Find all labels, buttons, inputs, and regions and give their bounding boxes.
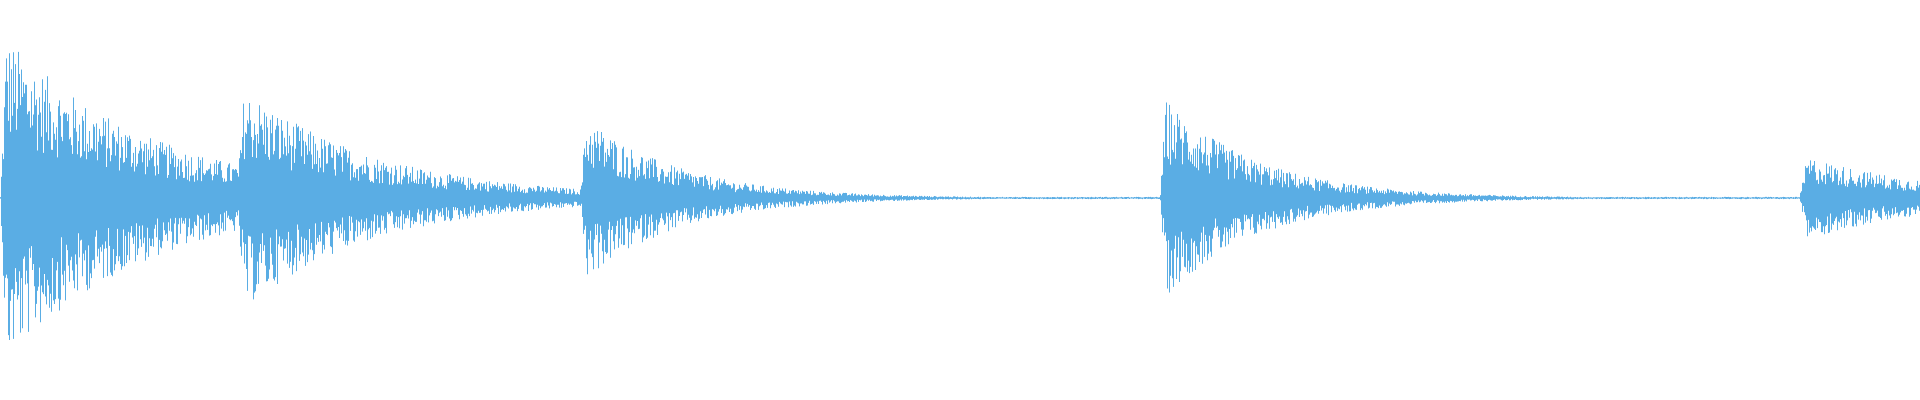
waveform-path bbox=[0, 51, 1920, 340]
